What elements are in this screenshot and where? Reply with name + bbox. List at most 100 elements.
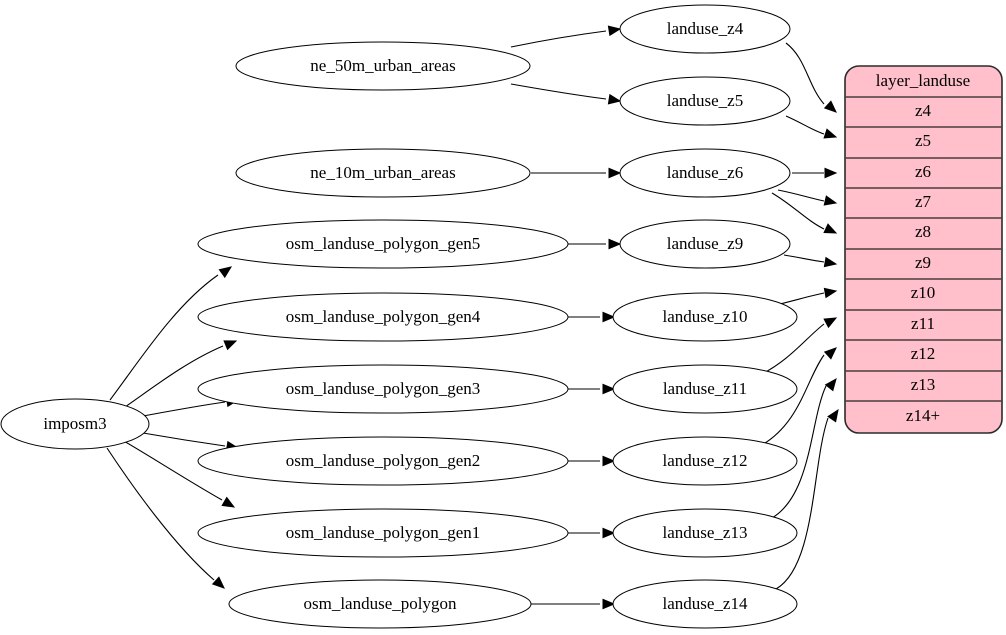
- table-row-z13[interactable]: z13: [911, 375, 936, 394]
- edge-landusez10-to-row-z10: [779, 292, 825, 305]
- table-row-z10[interactable]: z10: [911, 283, 936, 302]
- node-landuse-z9-label: landuse_z9: [667, 234, 743, 253]
- arrowhead-row-z10: [823, 285, 838, 298]
- arrowhead-ne10-landusez6: [608, 167, 621, 179]
- table-row-z6[interactable]: z6: [915, 162, 931, 181]
- edge-imposm3-to-gen4: [121, 345, 224, 410]
- node-osm-landuse-polygon-gen1[interactable]: osm_landuse_polygon_gen1: [197, 508, 569, 558]
- arrowhead-row-z11: [823, 313, 839, 328]
- node-landuse-z6-shape[interactable]: [619, 148, 791, 198]
- node-imposm3-label: imposm3: [43, 414, 106, 433]
- node-landuse-z5[interactable]: landuse_z5: [619, 76, 791, 126]
- arrowhead-imposm3-gen5: [218, 262, 235, 278]
- node-imposm3-shape[interactable]: [0, 398, 150, 450]
- arrowhead-imposm3-gen1: [221, 497, 237, 512]
- node-osm-landuse-polygon-label: osm_landuse_polygon: [304, 594, 457, 613]
- edge-imposm3-to-gen1: [121, 439, 223, 501]
- node-osm-landuse-polygon-gen5-shape[interactable]: [197, 219, 569, 269]
- node-osm-landuse-polygon-gen2[interactable]: osm_landuse_polygon_gen2: [197, 436, 569, 486]
- edge-landusez13-to-row-z13: [771, 385, 827, 519]
- node-ne-10m-urban-areas-shape[interactable]: [235, 148, 531, 198]
- node-landuse-z9[interactable]: landuse_z9: [619, 219, 791, 269]
- node-osm-landuse-polygon-gen4[interactable]: osm_landuse_polygon_gen4: [197, 292, 569, 342]
- node-landuse-z6-label: landuse_z6: [667, 163, 743, 182]
- arrowhead-row-z7: [823, 195, 838, 208]
- arrowhead-polygon-landusez14: [602, 598, 615, 610]
- node-osm-landuse-polygon-gen3-label: osm_landuse_polygon_gen3: [286, 379, 481, 398]
- edge-landusez9-to-row-z9: [783, 254, 825, 263]
- edge-landusez5-to-row-z5: [785, 115, 825, 135]
- arrowhead-imposm3-polygon: [212, 576, 228, 592]
- arrowhead-ne50-landusez5: [607, 94, 622, 107]
- node-osm-landuse-polygon-gen3[interactable]: osm_landuse_polygon_gen3: [197, 364, 569, 414]
- edge-imposm3-to-gen5: [109, 274, 219, 401]
- node-osm-landuse-polygon-gen4-shape[interactable]: [197, 292, 569, 342]
- table-row-z9[interactable]: z9: [915, 253, 931, 272]
- edge-landusez6-to-row-z8: [771, 192, 825, 230]
- node-landuse-z11-shape[interactable]: [612, 364, 798, 414]
- edge-landusez4-to-row-z4: [785, 42, 825, 105]
- node-landuse-z4[interactable]: landuse_z4: [619, 4, 791, 54]
- node-osm-landuse-polygon-gen3-shape[interactable]: [197, 364, 569, 414]
- node-landuse-z9-shape[interactable]: [619, 219, 791, 269]
- node-landuse-z10[interactable]: landuse_z10: [612, 292, 798, 342]
- arrowhead-gen5-landusez9: [608, 238, 621, 250]
- table-row-z14plus[interactable]: z14+: [906, 406, 940, 425]
- node-osm-landuse-polygon-gen5-label: osm_landuse_polygon_gen5: [286, 234, 481, 253]
- node-osm-landuse-polygon-gen1-shape[interactable]: [197, 508, 569, 558]
- table-row-z8[interactable]: z8: [915, 222, 931, 241]
- node-imposm3[interactable]: imposm3: [0, 398, 150, 450]
- arrowhead-gen2-landusez12: [602, 455, 615, 467]
- node-osm-landuse-polygon-gen4-label: osm_landuse_polygon_gen4: [286, 307, 481, 326]
- node-osm-landuse-polygon-shape[interactable]: [228, 579, 532, 629]
- node-landuse-z14-shape[interactable]: [612, 579, 798, 629]
- node-landuse-z10-shape[interactable]: [612, 292, 798, 342]
- node-ne-10m-urban-areas[interactable]: ne_10m_urban_areas: [235, 148, 531, 198]
- node-landuse-z5-shape[interactable]: [619, 76, 791, 126]
- table-header-layer-landuse: layer_landuse: [876, 71, 970, 90]
- node-landuse-z14[interactable]: landuse_z14: [612, 579, 798, 629]
- node-landuse-z13[interactable]: landuse_z13: [612, 508, 798, 558]
- arrowhead-row-z14plus: [827, 406, 843, 423]
- table-row-z4[interactable]: z4: [915, 101, 932, 120]
- arrowhead-row-z9: [823, 257, 838, 270]
- node-landuse-z4-shape[interactable]: [619, 4, 791, 54]
- node-landuse-z14-label: landuse_z14: [663, 594, 748, 613]
- edge-landusez11-to-row-z11: [759, 323, 825, 376]
- node-landuse-z6[interactable]: landuse_z6: [619, 148, 791, 198]
- node-landuse-z4-label: landuse_z4: [667, 19, 744, 38]
- edge-imposm3-to-gen2: [142, 432, 226, 447]
- node-ne-10m-urban-areas-label: ne_10m_urban_areas: [310, 163, 455, 182]
- table-row-z12[interactable]: z12: [911, 344, 936, 363]
- node-landuse-z11-label: landuse_z11: [663, 379, 747, 398]
- arrowhead-row-z4: [824, 100, 840, 116]
- arrowhead-row-z8: [823, 223, 839, 238]
- node-landuse-z13-label: landuse_z13: [663, 523, 748, 542]
- node-landuse-z12-label: landuse_z12: [663, 451, 748, 470]
- node-osm-landuse-polygon-gen5[interactable]: osm_landuse_polygon_gen5: [197, 219, 569, 269]
- arrowhead-row-z13: [825, 375, 841, 392]
- node-osm-landuse-polygon[interactable]: osm_landuse_polygon: [228, 579, 532, 629]
- edge-landusez12-to-row-z12: [759, 354, 825, 447]
- edge-imposm3-to-gen3: [142, 401, 226, 417]
- edge-group-views-to-table: [759, 42, 843, 590]
- node-ne-50m-urban-areas-shape[interactable]: [235, 41, 531, 91]
- table-row-z11[interactable]: z11: [911, 314, 935, 333]
- table-layer-landuse[interactable]: layer_landuse z4 z5 z6 z7 z8 z9 z10 z11 …: [844, 65, 1003, 434]
- node-landuse-z10-label: landuse_z10: [663, 307, 748, 326]
- node-landuse-z12-shape[interactable]: [612, 436, 798, 486]
- node-landuse-z11[interactable]: landuse_z11: [612, 364, 798, 414]
- node-osm-landuse-polygon-gen2-label: osm_landuse_polygon_gen2: [286, 451, 481, 470]
- node-landuse-z12[interactable]: landuse_z12: [612, 436, 798, 486]
- node-osm-landuse-polygon-gen2-shape[interactable]: [197, 436, 569, 486]
- arrowhead-imposm3-gen4: [223, 336, 239, 350]
- arrowhead-ne50-landusez4: [607, 23, 622, 36]
- edge-group-sources-to-views: [510, 23, 622, 610]
- node-landuse-z13-shape[interactable]: [612, 508, 798, 558]
- edge-ne50-to-landusez4: [510, 30, 607, 48]
- node-ne-50m-urban-areas[interactable]: ne_50m_urban_areas: [235, 41, 531, 91]
- table-row-z5[interactable]: z5: [915, 131, 931, 150]
- table-row-z7[interactable]: z7: [915, 192, 932, 211]
